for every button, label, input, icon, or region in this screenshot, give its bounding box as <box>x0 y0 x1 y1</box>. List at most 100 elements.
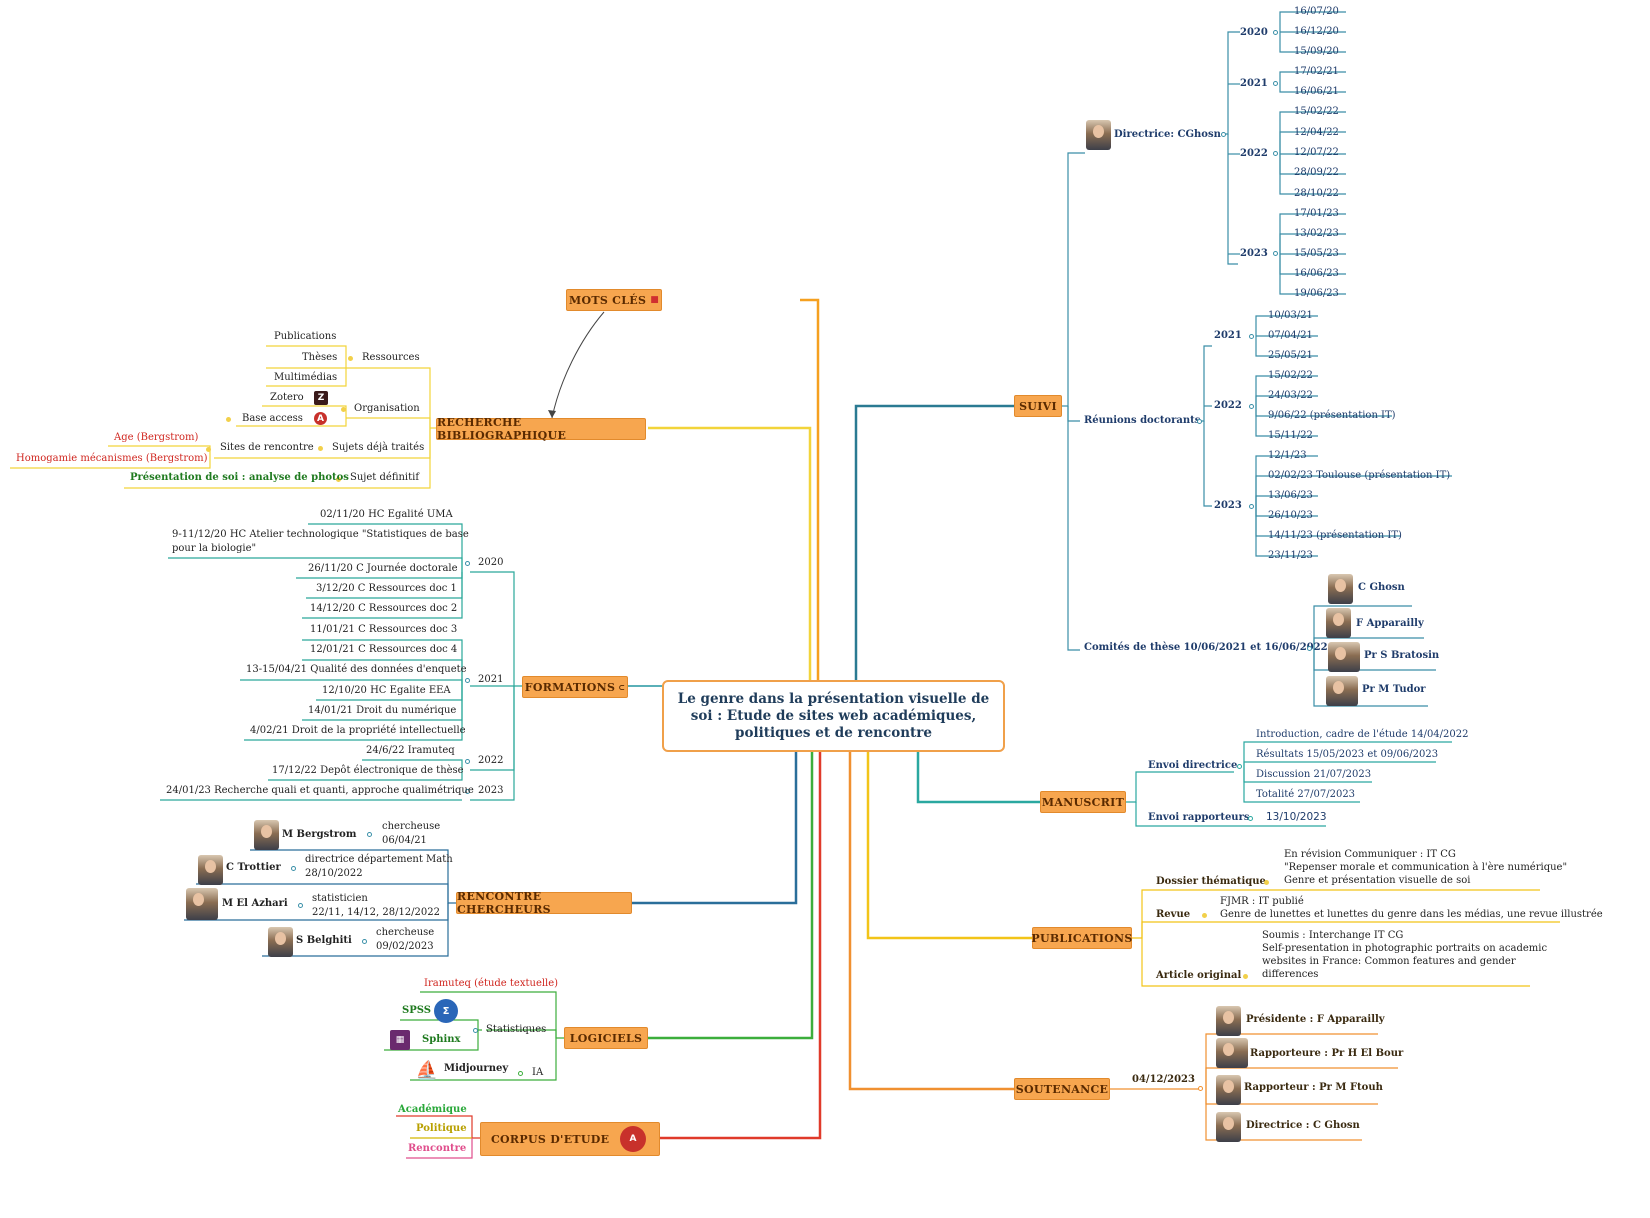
jury-member[interactable]: Rapporteure : Pr H El Bour <box>1250 1048 1404 1059</box>
node-spss[interactable]: SPSS <box>402 1005 431 1016</box>
formation-item[interactable]: 13-15/04/21 Qualité des données d'enquet… <box>246 664 467 675</box>
collapse-dot[interactable] <box>518 1071 523 1076</box>
comite-membre[interactable]: C Ghosn <box>1358 582 1405 593</box>
node-soutenance-date[interactable]: 04/12/2023 <box>1132 1074 1195 1085</box>
node-reunions[interactable]: Réunions doctorants <box>1084 415 1201 426</box>
suivi-date[interactable]: 16/07/20 <box>1294 6 1339 17</box>
rapporteurs-date[interactable]: 13/10/2023 <box>1266 811 1327 823</box>
reunion-date[interactable]: 9/06/22 (présentation IT) <box>1268 410 1396 421</box>
central-topic[interactable]: Le genre dans la présentation visuelle d… <box>662 680 1005 752</box>
collapse-dot[interactable] <box>1198 1086 1203 1091</box>
node-sphinx[interactable]: Sphinx <box>422 1034 461 1045</box>
topic-recherche-bibliographique[interactable]: RECHERCHE BIBLIOGRAPHIQUE <box>436 416 646 442</box>
comite-membre[interactable]: Pr M Tudor <box>1362 684 1426 695</box>
reunion-date[interactable]: 10/03/21 <box>1268 310 1313 321</box>
reunion-date[interactable]: 15/02/22 <box>1268 370 1313 381</box>
manuscrit-item[interactable]: Totalité 27/07/2023 <box>1256 789 1356 800</box>
suivi-date[interactable]: 16/06/21 <box>1294 86 1339 97</box>
node-envoi-directrice[interactable]: Envoi directrice <box>1148 760 1238 771</box>
node-directrice[interactable]: Directrice: CGhosn <box>1114 129 1221 140</box>
node-sujets-traites[interactable]: Sujets déjà traités <box>332 442 425 453</box>
suivi-date[interactable]: 19/06/23 <box>1294 288 1339 299</box>
collapse-dot[interactable] <box>291 866 296 871</box>
node-2020[interactable]: 2020 <box>478 557 504 568</box>
node-homogamie[interactable]: Homogamie mécanismes (Bergstrom) <box>16 453 208 464</box>
formation-item[interactable]: 9-11/12/20 HC Atelier technologique "Sta… <box>172 529 469 540</box>
node-2023[interactable]: 2023 <box>478 785 504 796</box>
collapse-dot[interactable] <box>318 446 323 451</box>
collapse-dot[interactable] <box>465 561 470 566</box>
suivi-date[interactable]: 16/12/20 <box>1294 26 1339 37</box>
topic-soutenance[interactable]: SOUTENANCE <box>1014 1078 1110 1100</box>
comite-membre[interactable]: F Apparailly <box>1356 618 1424 629</box>
node-envoi-rapporteurs[interactable]: Envoi rapporteurs <box>1148 812 1250 823</box>
topic-rencontre-chercheurs[interactable]: RENCONTRE CHERCHEURS <box>456 890 632 916</box>
collapse-dot[interactable] <box>1273 151 1278 156</box>
node-dossier[interactable]: Dossier thématique <box>1156 876 1266 887</box>
node-reunion-2022[interactable]: 2022 <box>1214 400 1242 411</box>
node-2022[interactable]: 2022 <box>478 755 504 766</box>
collapse-dot[interactable] <box>206 447 211 452</box>
topic-formations[interactable]: FORMATIONS⊂ <box>522 676 628 698</box>
node-reunion-2021[interactable]: 2021 <box>1214 330 1242 341</box>
suivi-date[interactable]: 15/05/23 <box>1294 248 1339 259</box>
reunion-date[interactable]: 02/02/23 Toulouse (présentation IT) <box>1268 470 1451 481</box>
node-organisation[interactable]: Organisation <box>354 403 420 414</box>
formation-item[interactable]: 24/01/23 Recherche quali et quanti, appr… <box>166 785 474 796</box>
node-politique[interactable]: Politique <box>416 1123 467 1134</box>
manuscrit-item[interactable]: Résultats 15/05/2023 et 09/06/2023 <box>1256 749 1439 760</box>
reunion-date[interactable]: 26/10/23 <box>1268 510 1313 521</box>
collapse-dot[interactable] <box>1307 646 1312 651</box>
node-suivi-2022[interactable]: 2022 <box>1240 148 1268 159</box>
topic-publications[interactable]: PUBLICATIONS <box>1031 927 1132 949</box>
collapse-dot[interactable] <box>1249 504 1254 509</box>
node-reunion-2023[interactable]: 2023 <box>1214 500 1242 511</box>
collapse-dot[interactable] <box>1243 974 1248 979</box>
topic-logiciels[interactable]: LOGICIELS <box>564 1027 648 1049</box>
formation-item[interactable]: 12/01/21 C Ressources doc 4 <box>310 644 458 655</box>
suivi-date[interactable]: 28/09/22 <box>1294 167 1339 178</box>
collapse-dot[interactable] <box>1273 30 1278 35</box>
suivi-date[interactable]: 28/10/22 <box>1294 188 1339 199</box>
collapse-dot[interactable] <box>1249 334 1254 339</box>
suivi-date[interactable]: 12/07/22 <box>1294 147 1339 158</box>
collapse-dot[interactable] <box>1249 404 1254 409</box>
collapse-dot[interactable] <box>341 407 346 412</box>
node-iramuteq[interactable]: Iramuteq (étude textuelle) <box>424 978 559 989</box>
collapse-dot[interactable] <box>473 1028 478 1033</box>
topic-mots-cles[interactable]: MOTS CLÉS■ <box>566 289 662 311</box>
jury-member[interactable]: Rapporteur : Pr M Ftouh <box>1244 1082 1383 1093</box>
chercheur-name[interactable]: M El Azhari <box>222 898 288 909</box>
node-sites-rencontre[interactable]: Sites de rencontre <box>220 442 314 453</box>
collapse-dot[interactable] <box>1237 764 1242 769</box>
collapse-dot[interactable] <box>1273 251 1278 256</box>
collapse-dot[interactable] <box>1202 913 1207 918</box>
reunion-date[interactable]: 07/04/21 <box>1268 330 1313 341</box>
collapse-dot[interactable] <box>336 477 341 482</box>
collapse-dot[interactable] <box>1264 880 1269 885</box>
comite-membre[interactable]: Pr S Bratosin <box>1364 650 1440 661</box>
reunion-date[interactable]: 15/11/22 <box>1268 430 1313 441</box>
formation-item[interactable]: 02/11/20 HC Egalité UMA <box>320 509 453 520</box>
chercheur-name[interactable]: M Bergstrom <box>282 829 357 840</box>
jury-member[interactable]: Présidente : F Apparailly <box>1246 1014 1385 1025</box>
node-ia[interactable]: IA <box>532 1067 544 1078</box>
node-statistiques[interactable]: Statistiques <box>486 1024 547 1035</box>
node-2021[interactable]: 2021 <box>478 674 504 685</box>
node-suivi-2023[interactable]: 2023 <box>1240 248 1268 259</box>
formation-item[interactable]: 12/10/20 HC Egalite EEA <box>322 685 451 696</box>
reunion-date[interactable]: 23/11/23 <box>1268 550 1313 561</box>
suivi-date[interactable]: 17/01/23 <box>1294 208 1339 219</box>
suivi-date[interactable]: 15/02/22 <box>1294 106 1339 117</box>
formation-item[interactable]: 17/12/22 Depôt électronique de thèse <box>272 765 464 776</box>
node-sujet-definitif[interactable]: Sujet définitif <box>350 472 420 483</box>
node-zotero[interactable]: Zotero <box>270 392 304 403</box>
collapse-dot[interactable] <box>1273 81 1278 86</box>
node-presentation-soi[interactable]: Présentation de soi : analyse de photos <box>130 472 349 483</box>
suivi-date[interactable]: 17/02/21 <box>1294 66 1339 77</box>
formation-item[interactable]: 26/11/20 C Journée doctorale <box>308 563 458 574</box>
node-multimedias[interactable]: Multimédias <box>274 372 338 383</box>
reunion-date[interactable]: 25/05/21 <box>1268 350 1313 361</box>
reunion-date[interactable]: 24/03/22 <box>1268 390 1313 401</box>
node-age[interactable]: Age (Bergstrom) <box>114 432 199 443</box>
